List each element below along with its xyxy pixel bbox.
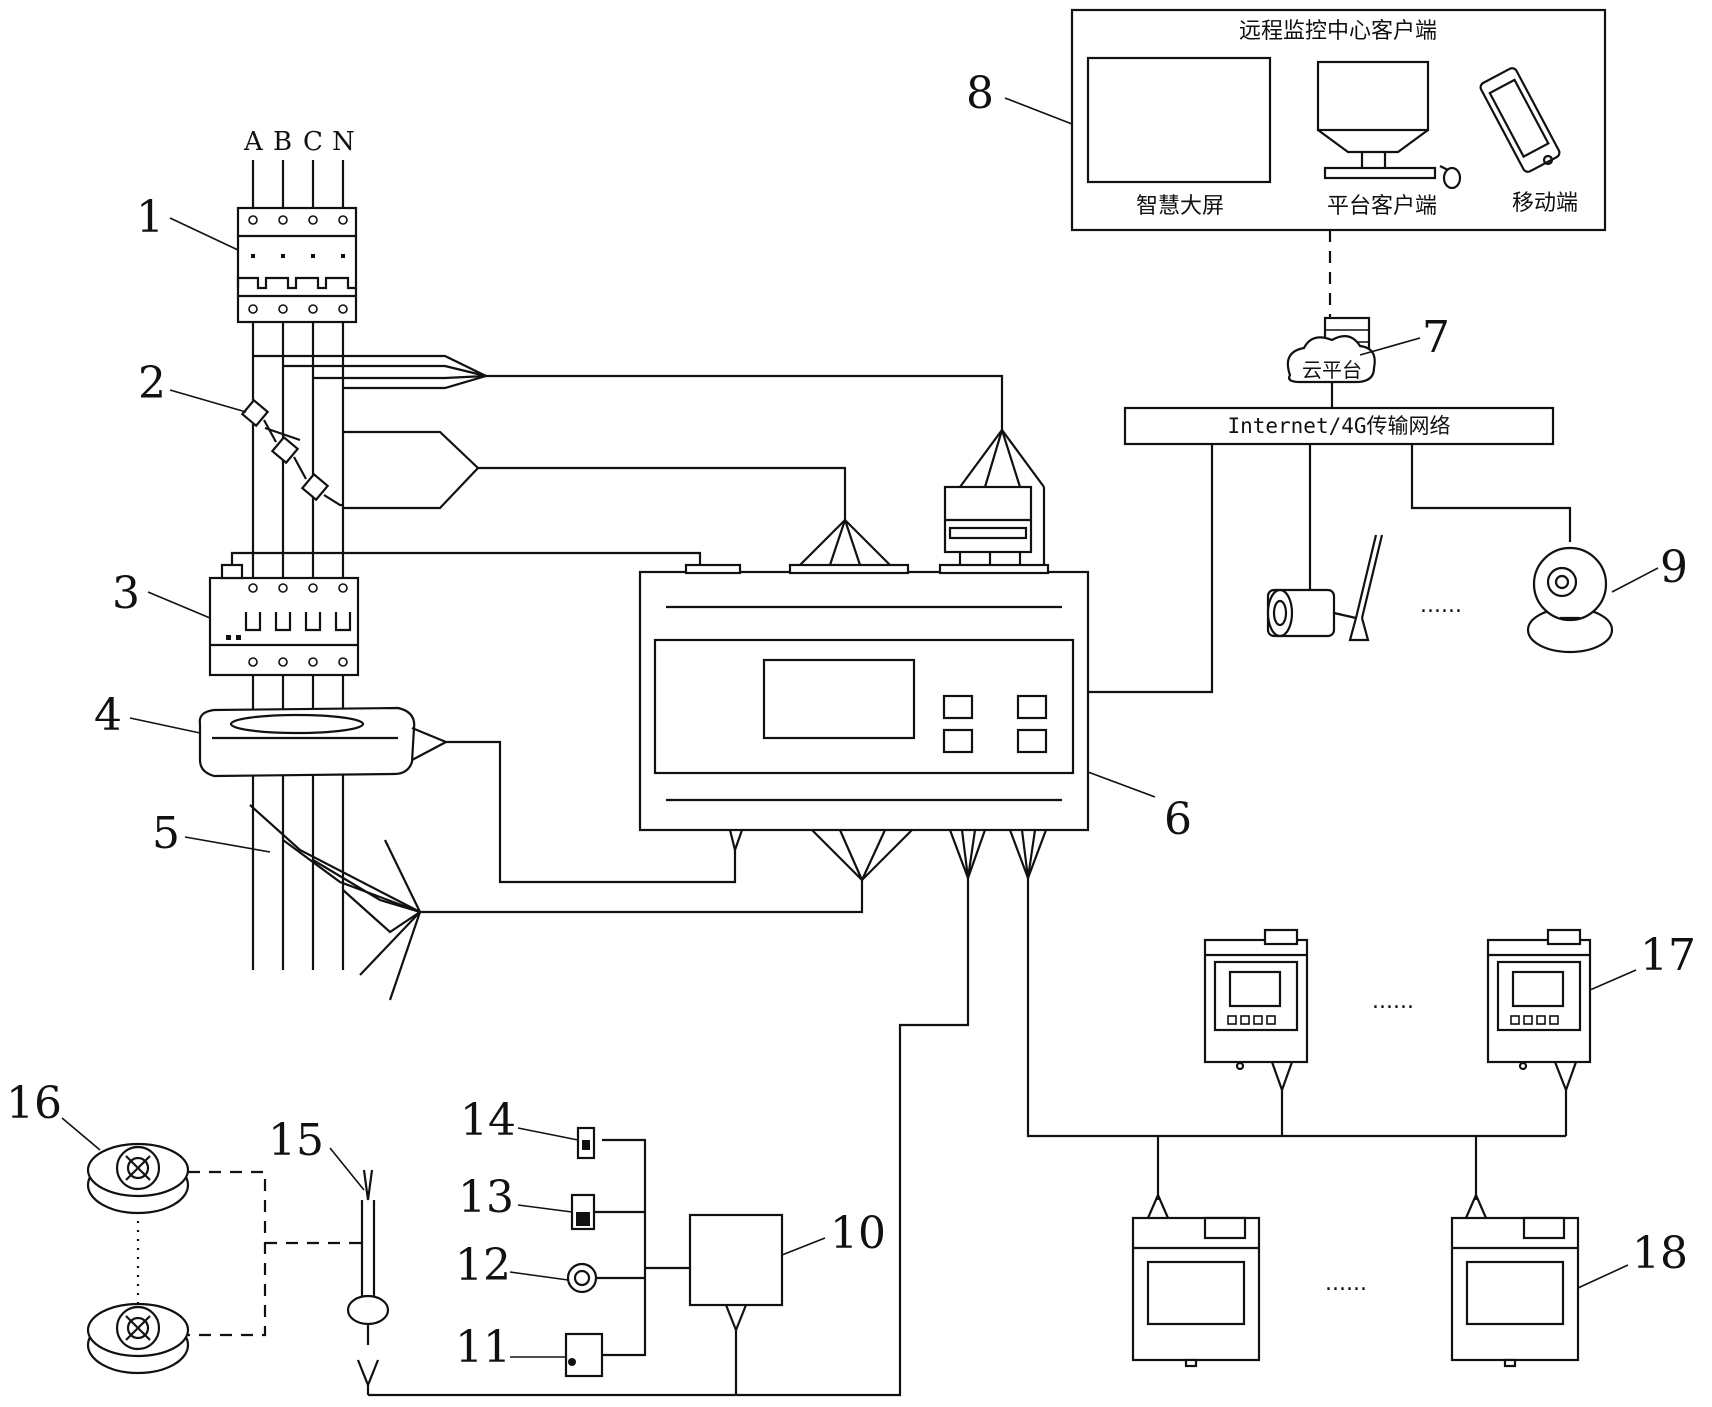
host-button-1[interactable] <box>942 694 974 720</box>
leakage-breaker <box>208 563 360 677</box>
phase-label-a: A <box>243 127 264 157</box>
monitor-center-title: 远程监控中心客户端 <box>1239 19 1437 44</box>
platform-client-label: 平台客户端 <box>1327 194 1437 219</box>
phase-label-c: C <box>303 127 323 157</box>
host-button-4[interactable] <box>1016 728 1048 754</box>
current-transformer <box>198 706 737 884</box>
network-label: Internet/4G传输网络 <box>1227 414 1450 438</box>
callout-9: 9 <box>1660 542 1688 593</box>
leader-lines <box>61 97 1659 1358</box>
callout-17: 17 <box>1640 930 1696 981</box>
temperature-sensors <box>240 398 343 507</box>
network-bar <box>1123 406 1555 446</box>
callout-2: 2 <box>138 358 166 409</box>
callout-16: 16 <box>6 1078 62 1129</box>
cloud-platform: 云平台 <box>1286 316 1376 408</box>
water-level-probe-icon <box>346 1169 390 1395</box>
smoke-detector-icon <box>566 1262 598 1294</box>
smoke-head-bottom-icon <box>86 1302 190 1375</box>
desktop-computer-icon <box>1316 60 1462 190</box>
camera-ellipsis: ...... <box>1420 593 1462 618</box>
phase-label-n: N <box>332 127 355 157</box>
meter-17-right <box>1486 928 1592 1136</box>
big-screen-icon <box>1086 56 1272 184</box>
callout-15: 15 <box>268 1115 324 1166</box>
big-screen-label: 智慧大屏 <box>1136 194 1224 219</box>
callout-5: 5 <box>152 808 180 859</box>
io-module <box>688 1213 784 1307</box>
mobile-phone-icon <box>1479 67 1561 173</box>
callout-1: 1 <box>136 192 164 243</box>
phase-label-b: B <box>273 127 292 157</box>
meter-ellipsis: ...... <box>1372 989 1414 1014</box>
meter-18-left <box>1131 1192 1261 1368</box>
bus-tap-wires <box>230 354 1004 570</box>
temp-humidity-sensor-icon <box>564 1332 604 1378</box>
callout-13: 13 <box>458 1172 514 1223</box>
sensor-wiring <box>592 1138 690 1357</box>
mobile-label: 移动端 <box>1512 191 1578 216</box>
host-lcd-screen <box>762 658 916 740</box>
callout-18: 18 <box>1632 1228 1688 1279</box>
callout-11: 11 <box>455 1322 511 1373</box>
meter-18-ellipsis: ...... <box>1325 1271 1367 1296</box>
host-button-3[interactable] <box>942 728 974 754</box>
callout-7: 7 <box>1422 312 1450 363</box>
callout-3: 3 <box>112 568 140 619</box>
bullet-camera-icon <box>1266 534 1384 642</box>
callout-6: 6 <box>1164 794 1192 845</box>
remote-monitoring-center: 远程监控中心客户端 智慧大屏 平台客户端 移动端 <box>1070 8 1607 232</box>
main-breaker <box>236 206 358 324</box>
dome-camera-icon <box>1526 546 1614 654</box>
cloud-label: 云平台 <box>1302 358 1362 382</box>
host-button-2[interactable] <box>1016 694 1048 720</box>
callout-12: 12 <box>455 1240 511 1291</box>
meter-18-right <box>1450 1192 1580 1368</box>
water-sensor-icon <box>570 1193 596 1231</box>
smoke-head-top-icon <box>86 1142 190 1215</box>
callout-14: 14 <box>460 1095 516 1146</box>
door-sensor-icon <box>576 1126 596 1160</box>
meter-17-left <box>1203 928 1309 1136</box>
callout-4: 4 <box>94 690 122 741</box>
callout-8: 8 <box>966 68 994 119</box>
outgoing-taps <box>249 804 864 1001</box>
monitoring-host <box>638 428 1090 882</box>
callout-10: 10 <box>830 1208 886 1259</box>
